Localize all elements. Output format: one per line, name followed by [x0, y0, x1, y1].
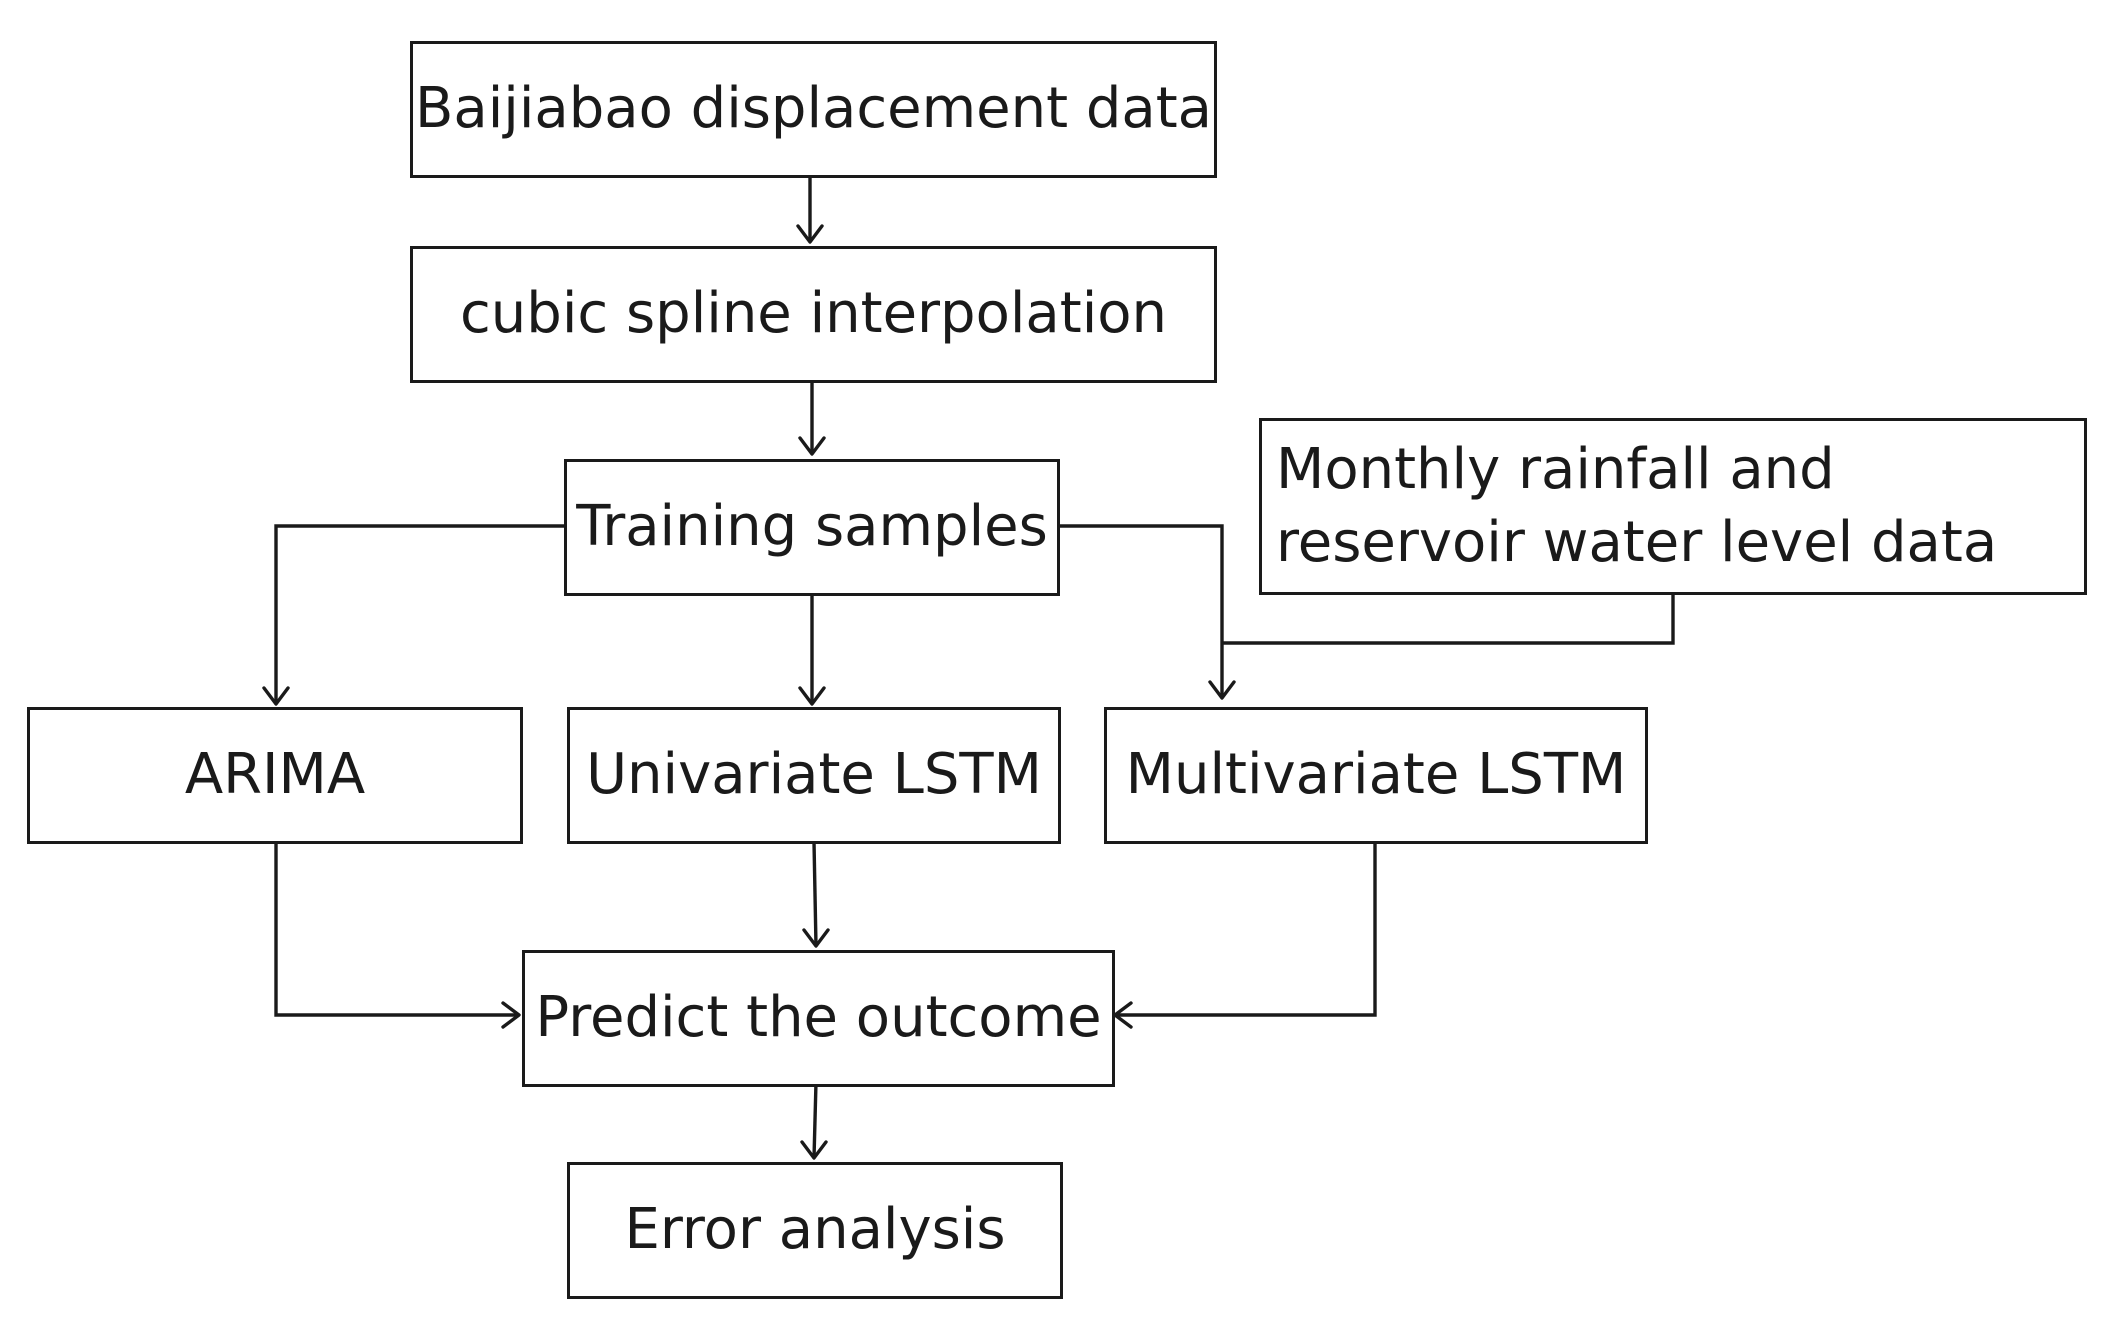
node-error-analysis: Error analysis — [567, 1162, 1063, 1299]
arrowhead-arima — [262, 686, 290, 706]
edge-external-to-multivariate — [1222, 595, 1675, 645]
edge-multivariate-to-predict — [1115, 842, 1377, 1017]
edge-arima-to-predict — [274, 842, 519, 1017]
node-training-samples: Training samples — [564, 459, 1060, 596]
arrowhead-predict-right — [1113, 1001, 1133, 1029]
node-displacement-data-label: Baijiabao displacement data — [415, 76, 1212, 142]
arrowhead-multivariate — [1208, 680, 1236, 700]
node-spline-interpolation-label: cubic spline interpolation — [460, 281, 1167, 347]
arrowhead-predict-left — [501, 1001, 521, 1029]
node-arima-label: ARIMA — [184, 742, 366, 808]
node-univariate-lstm-label: Univariate LSTM — [586, 742, 1042, 808]
arrowhead-training — [798, 436, 826, 456]
node-external-data: Monthly rainfall and reservoir water lev… — [1259, 418, 2087, 595]
edge-predict-to-error — [812, 1081, 818, 1159]
node-predict-outcome-label: Predict the outcome — [535, 985, 1102, 1051]
node-multivariate-lstm: Multivariate LSTM — [1104, 707, 1648, 844]
arrowhead-univariate — [798, 686, 826, 706]
node-displacement-data: Baijiabao displacement data — [410, 41, 1217, 178]
node-multivariate-lstm-label: Multivariate LSTM — [1125, 742, 1627, 808]
node-arima: ARIMA — [27, 707, 523, 844]
arrowhead-error — [800, 1140, 828, 1160]
node-spline-interpolation: cubic spline interpolation — [410, 246, 1217, 383]
node-external-data-label: Monthly rainfall and reservoir water lev… — [1276, 436, 1998, 575]
node-training-samples-label: Training samples — [576, 494, 1048, 560]
arrowhead-predict-top — [802, 928, 830, 948]
edge-training-to-arima — [274, 524, 566, 704]
edge-univariate-to-predict — [812, 841, 818, 947]
arrowhead-spline — [796, 224, 824, 244]
node-predict-outcome: Predict the outcome — [522, 950, 1115, 1087]
node-error-analysis-label: Error analysis — [624, 1197, 1006, 1263]
node-univariate-lstm: Univariate LSTM — [567, 707, 1061, 844]
edge-training-to-multivariate — [1058, 524, 1224, 698]
